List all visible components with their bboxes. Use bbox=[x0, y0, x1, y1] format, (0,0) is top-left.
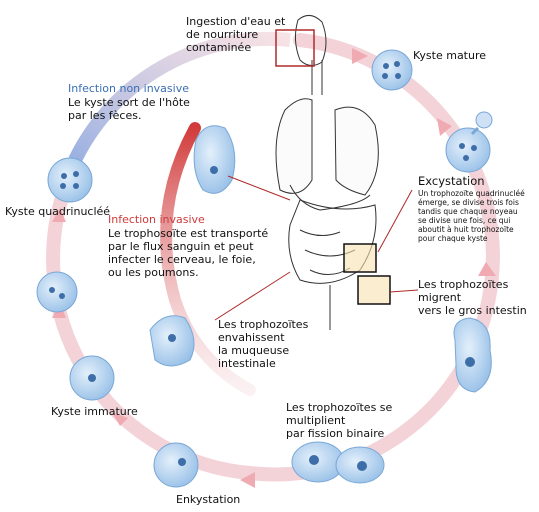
label-trophozoites-migrent: Les trophozoïtes migrent vers le gros in… bbox=[418, 278, 527, 317]
cell-kyste-mature bbox=[371, 49, 413, 91]
non-invasive-path bbox=[68, 31, 291, 164]
cell-kyste-quadrinuclee bbox=[47, 157, 93, 203]
large-intestine-box bbox=[357, 275, 391, 305]
label-trophozoites-envahissent: Les trophozoïtes envahissent la muqueuse… bbox=[218, 318, 309, 370]
label-infection-non-invasive-text: Le kyste sort de l'hôte par les fèces. bbox=[68, 96, 190, 122]
small-intestine-box bbox=[343, 243, 377, 273]
cell-fission bbox=[291, 441, 385, 484]
label-enkystation: Enkystation bbox=[176, 493, 241, 506]
label-kyste-immature: Kyste immature bbox=[51, 405, 138, 418]
invasive-path bbox=[160, 122, 256, 396]
mouth-highlight-box bbox=[275, 29, 315, 67]
cell-trophozoite-invasive bbox=[193, 125, 236, 194]
cell-trophozoite-mucosa bbox=[149, 315, 195, 367]
cell-kyste-immature bbox=[69, 355, 115, 401]
label-infection-invasive-title: Infection invasive bbox=[108, 213, 205, 226]
label-excystation-title: Excystation bbox=[418, 174, 485, 188]
human-anatomy bbox=[275, 15, 379, 330]
cell-kyste-2 bbox=[36, 271, 78, 313]
label-infection-invasive-text: Le trophosoïte est transporté par le flu… bbox=[108, 227, 269, 279]
leader-lines bbox=[214, 175, 419, 321]
label-ingestion: Ingestion d'eau et de nourriture contami… bbox=[186, 15, 286, 54]
cell-enkystation bbox=[153, 442, 199, 488]
cell-trophozoite-migrating bbox=[453, 317, 492, 393]
label-kyste-mature: Kyste mature bbox=[413, 49, 487, 62]
label-excystation-text: Un trophozoïte quadrinucléé émerge, se d… bbox=[418, 189, 525, 243]
cell-excystation bbox=[445, 111, 493, 173]
label-fission: Les trophozoïtes se multiplient par fiss… bbox=[286, 401, 393, 440]
label-kyste-quadrinuclee: Kyste quadrinucléé bbox=[5, 205, 111, 218]
label-infection-non-invasive-title: Infection non invasive bbox=[68, 82, 189, 95]
